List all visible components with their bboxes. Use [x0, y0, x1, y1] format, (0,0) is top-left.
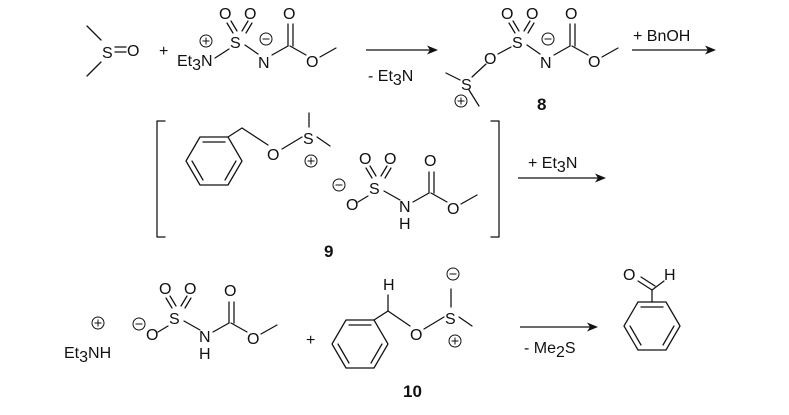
plus-sign-2: +	[306, 332, 315, 349]
plus-sign-1: +	[159, 43, 168, 60]
compound-9-minus-charge	[332, 178, 346, 192]
arrow-4-subscript: 2	[556, 344, 565, 361]
compound-9-nitrogen: N	[399, 199, 411, 216]
compound-10-hydrogen: H	[383, 277, 395, 294]
compound-10-oxygen: O	[410, 327, 422, 344]
compound-8-nitrogen: N	[540, 55, 552, 72]
triethylammonium-salt: Et3NH O S O O N H O O	[64, 281, 278, 366]
compound-8-carbonyl-oxygen: O	[565, 6, 577, 23]
arrow-3-tail: N	[566, 155, 578, 172]
arrow-3-subscript: 3	[557, 159, 566, 176]
amine-nitrogen-label: N	[201, 53, 213, 70]
compound-9-sulfonyl-oxygen-1: O	[359, 151, 371, 168]
dmso-reactant: S O	[86, 25, 139, 77]
left-bracket	[156, 120, 166, 238]
reagent-nitrogen-label: N	[258, 55, 270, 72]
salt-carbonyl-oxygen: O	[224, 283, 236, 300]
arrow-1-subscript: 3	[393, 72, 402, 89]
triethylammonium-cation: Et3NH	[64, 345, 111, 366]
salt-sulfonyl-oxygen-2: O	[184, 281, 196, 298]
compound-8-plus-charge	[454, 94, 468, 108]
compound-8-minus-charge	[541, 32, 555, 46]
dmso-sulfur-label: S	[102, 45, 113, 62]
compound-9-ester-oxygen: O	[447, 201, 459, 218]
compound-8-ester-oxygen: O	[588, 54, 600, 71]
compound-8: S O S O O N O O 8	[445, 6, 619, 114]
et-subscript: 3	[192, 57, 201, 74]
compound-9-anion-oxygen: O	[346, 197, 358, 214]
compound-10-number: 10	[403, 382, 422, 401]
et-label: Et	[177, 53, 193, 70]
arrow-1-text: - Et	[368, 68, 393, 85]
compound-9-carbonyl-oxygen: O	[424, 153, 436, 170]
reagent-oxygen-1: O	[219, 6, 231, 23]
cation-subscript: 3	[79, 349, 88, 366]
arrow-3-text: + Et	[528, 155, 557, 172]
compound-8-oxygen-2: O	[526, 6, 538, 23]
benzaldehyde-oxygen: O	[623, 267, 635, 284]
salt-sulfur: S	[169, 311, 180, 328]
arrow-4-tail: S	[565, 340, 576, 357]
arrow-1-condition: - Et3N	[368, 68, 413, 89]
salt-nitrogen: N	[199, 329, 211, 346]
ammonium-plus-charge	[199, 34, 213, 48]
arrow-4-text: - Me	[524, 340, 556, 357]
compound-9-oxygen: O	[267, 147, 279, 164]
compound-8-bridge-oxygen: O	[484, 51, 496, 68]
reaction-arrow-4: - Me2S	[520, 322, 598, 361]
compound-9-number: 9	[324, 242, 333, 261]
reagent-carbonyl-oxygen: O	[283, 6, 295, 23]
compound-10-minus-charge	[446, 267, 460, 281]
compound-9-cation: O S	[185, 112, 331, 186]
arrow-2-condition: + BnOH	[633, 28, 690, 45]
nitrogen-minus-charge	[259, 32, 273, 46]
benzaldehyde-hydrogen: H	[664, 267, 676, 284]
dmso-oxygen-label: O	[127, 43, 139, 60]
compound-8-sulfonium-s: S	[461, 77, 472, 94]
compound-9-plus-charge	[304, 154, 318, 168]
compound-10-sulfur: S	[445, 311, 456, 328]
sulfamoyl-carbamate-reagent: Et3N S O O N O O	[177, 6, 337, 74]
cation-nh-label: NH	[88, 345, 111, 362]
salt-anion-oxygen: O	[146, 327, 158, 344]
benzaldehyde-product: O H	[623, 267, 681, 351]
compound-8-number: 8	[537, 95, 546, 114]
arrow-1-tail: N	[402, 68, 414, 85]
compound-8-oxygen-1: O	[501, 6, 513, 23]
compound-8-sulfonyl-s: S	[512, 35, 523, 52]
compound-9-anion-sulfur: S	[369, 181, 380, 198]
salt-sulfonyl-oxygen-1: O	[159, 281, 171, 298]
reagent-sulfur-label: S	[230, 35, 241, 52]
compound-9-sulfonyl-oxygen-2: O	[384, 151, 396, 168]
reagent-ester-oxygen: O	[306, 54, 318, 71]
cation-plus-charge	[91, 316, 105, 330]
compound-10: H O S 10	[331, 267, 473, 401]
arrow-4-condition: - Me2S	[524, 340, 576, 361]
compound-9-anion: O S O O N H O O	[332, 151, 478, 233]
triethylamine-label: Et3N	[177, 53, 213, 74]
salt-ester-oxygen: O	[247, 331, 259, 348]
right-bracket	[490, 120, 500, 238]
reagent-oxygen-2: O	[244, 6, 256, 23]
arrow-3-condition: + Et3N	[528, 155, 577, 176]
reaction-arrow-3: + Et3N	[518, 155, 606, 183]
salt-nh-hydrogen: H	[199, 346, 211, 363]
compound-9-sulfur: S	[303, 131, 314, 148]
salt-minus-charge	[132, 317, 146, 331]
compound-10-plus-charge	[448, 334, 462, 348]
cation-et-label: Et	[64, 345, 80, 362]
reaction-arrow-1: - Et3N	[366, 45, 438, 89]
reaction-arrow-2: + BnOH	[632, 28, 716, 55]
compound-9-nh-hydrogen: H	[399, 216, 411, 233]
